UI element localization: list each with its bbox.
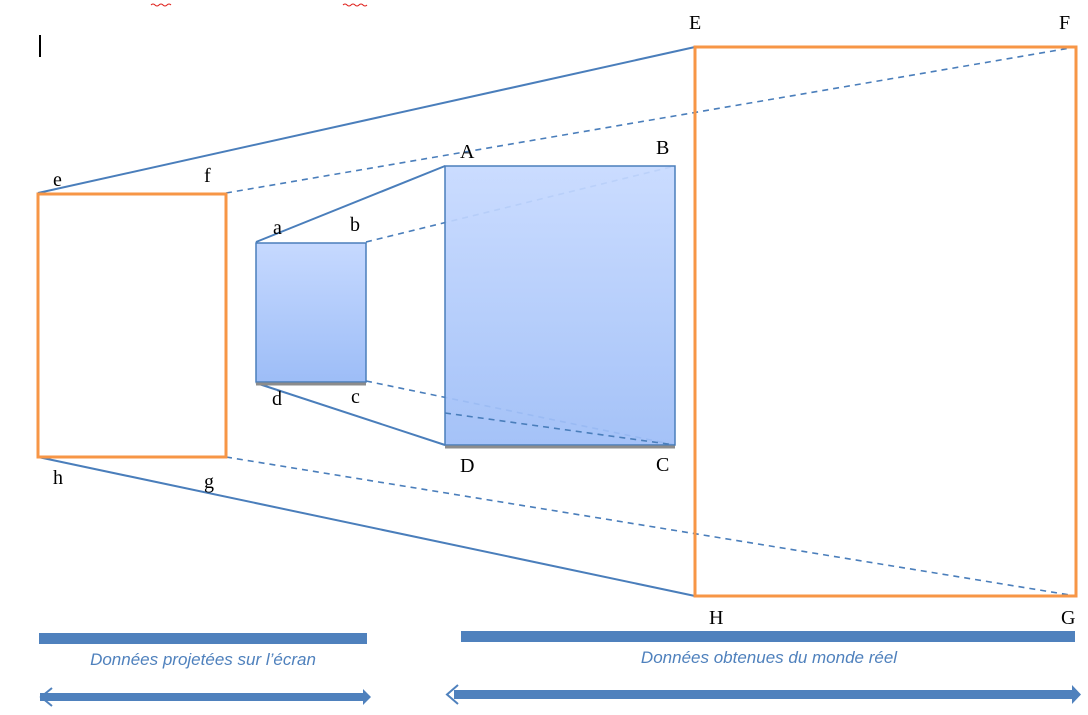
frame-efgh: [36, 192, 228, 459]
label-D: D: [460, 455, 474, 477]
text-cursor: [39, 35, 41, 57]
spellcheck-squiggle: [150, 3, 172, 7]
projection-line-e-E: [37, 46, 696, 194]
caption-left: Données projetées sur l’écran: [90, 650, 316, 669]
label-B: B: [656, 137, 669, 159]
square-ABCD: [444, 165, 676, 446]
label-A: A: [460, 141, 475, 163]
label-b: b: [350, 214, 360, 236]
projection-line-h-H: [37, 456, 696, 597]
caption-bar-right: [461, 631, 1075, 642]
label-c: c: [351, 386, 360, 408]
caption-right: Données obtenues du monde réel: [641, 648, 898, 667]
projection-line-d-D: [255, 382, 446, 446]
label-h: h: [53, 467, 63, 489]
label-g: g: [204, 471, 214, 493]
arrow-left-range: [39, 687, 371, 707]
projection-line-g-G: [225, 456, 1077, 597]
projection-line-c-C-overlay: [444, 412, 676, 446]
label-H: H: [709, 607, 723, 629]
projection-line-f-F: [225, 46, 1077, 194]
spellcheck-squiggle: [342, 3, 368, 7]
square-abcd: [255, 242, 367, 383]
arrow-right-range: [445, 684, 1081, 705]
label-a: a: [273, 217, 282, 239]
label-d: d: [272, 388, 282, 410]
label-f: f: [204, 165, 211, 187]
label-F: F: [1059, 12, 1070, 34]
label-e: e: [53, 169, 62, 191]
frame-EFGH: [693, 45, 1078, 598]
caption-bar-left: [39, 633, 367, 644]
label-E: E: [689, 12, 701, 34]
projection-line-a-A: [255, 165, 446, 243]
label-C: C: [656, 454, 669, 476]
label-G: G: [1061, 607, 1075, 629]
